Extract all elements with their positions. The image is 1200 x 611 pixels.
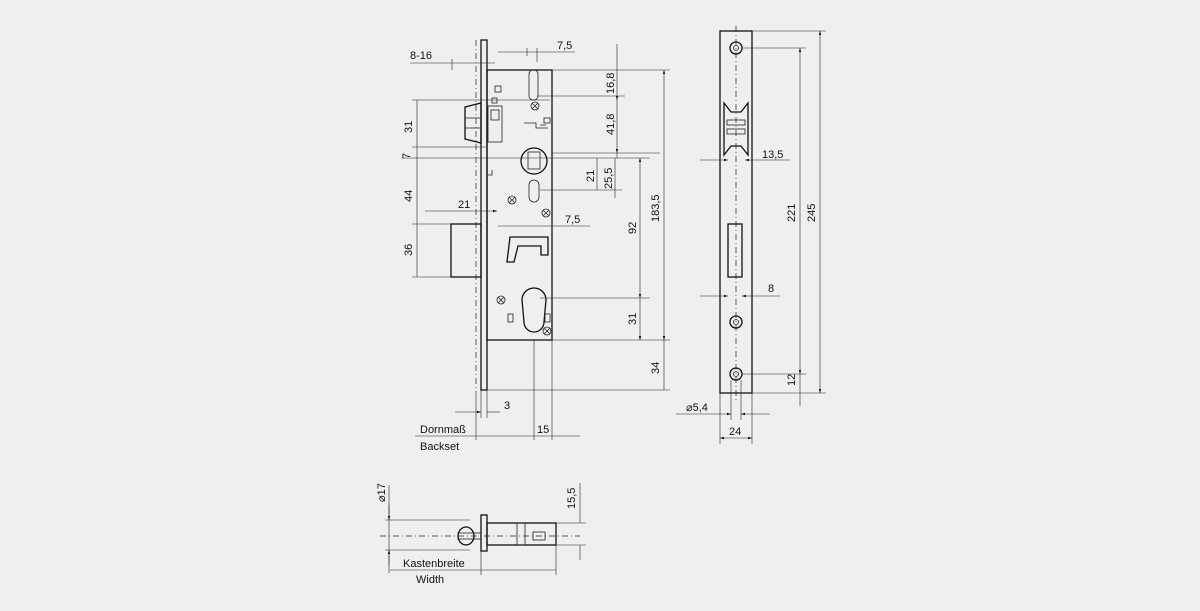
dim-12: 12 — [786, 374, 798, 386]
dim-8-16: 8-16 — [410, 50, 432, 62]
label-dornmass: Dornmaß — [420, 424, 466, 436]
dim-221: 221 — [786, 204, 798, 222]
dim-21-left: 21 — [458, 199, 470, 211]
dim-44: 44 — [403, 190, 415, 202]
label-kastenbreite: Kastenbreite — [403, 558, 465, 570]
label-width: Width — [416, 574, 444, 586]
dim-25-5: 25,5 — [603, 168, 615, 189]
dim-34: 34 — [650, 362, 662, 374]
dim-16-8: 16,8 — [605, 73, 617, 94]
screws — [496, 101, 552, 336]
top-view: ⌀17 15,5 Kastenbreite Width — [376, 483, 586, 586]
dim-245: 245 — [806, 204, 818, 222]
latch-bolt — [464, 102, 503, 144]
dim-36: 36 — [403, 244, 415, 256]
dim-13-5: 13,5 — [762, 149, 783, 161]
slot — [528, 179, 540, 203]
front-dimensions — [402, 44, 670, 440]
dim-31-bottom: 31 — [627, 313, 639, 325]
dim-dia-17: ⌀17 — [376, 483, 388, 502]
faceplate — [480, 39, 488, 391]
side-view: 13,5 221 245 8 12 ⌀5,4 24 — [676, 26, 826, 444]
top-case — [486, 522, 557, 546]
dim-3: 3 — [504, 400, 510, 412]
dim-dia-5-4: ⌀5,4 — [686, 402, 708, 414]
latch-opening — [723, 101, 749, 157]
dim-21-right: 21 — [585, 170, 597, 182]
lock-case — [486, 69, 553, 341]
dim-7-left: 7 — [401, 153, 413, 159]
dim-31-top: 31 — [403, 121, 415, 133]
dim-92: 92 — [627, 222, 639, 234]
dim-7-5-mid: 7,5 — [565, 214, 580, 226]
side-dimensions — [676, 30, 826, 444]
top-faceplate — [480, 514, 488, 552]
dim-24: 24 — [729, 426, 741, 438]
dim-15: 15 — [537, 424, 549, 436]
dim-8: 8 — [768, 283, 774, 295]
label-backset: Backset — [420, 441, 459, 453]
dim-41-8: 41,8 — [605, 114, 617, 135]
dim-7-5-top: 7,5 — [557, 40, 572, 52]
follower-hub — [520, 147, 548, 175]
dead-bolt — [450, 223, 482, 278]
bolt-opening — [727, 223, 743, 278]
dim-183-5: 183,5 — [650, 194, 662, 222]
dim-15-5: 15,5 — [566, 488, 578, 509]
cylinder-hole — [521, 287, 547, 333]
front-view: 7,5 8-16 16,8 41,8 31 7 21 25,5 44 21 7,… — [401, 39, 670, 453]
